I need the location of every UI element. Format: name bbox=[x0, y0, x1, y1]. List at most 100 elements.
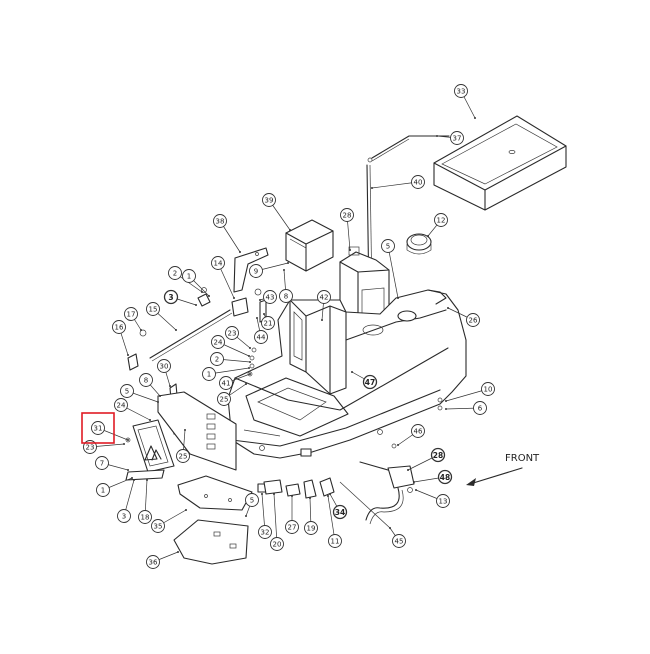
callout-circle bbox=[117, 509, 131, 523]
callout-c33: 33 bbox=[454, 84, 468, 98]
callout-number: 47 bbox=[365, 378, 375, 387]
callout-c1a: 1 bbox=[182, 269, 196, 283]
leader-tip-c36 bbox=[177, 551, 179, 553]
leader-tip-c24b bbox=[149, 419, 151, 421]
callout-number: 46 bbox=[414, 428, 423, 436]
leader-tip-c40 bbox=[371, 187, 373, 189]
callout-circle bbox=[168, 266, 182, 280]
callout-c25b: 25 bbox=[176, 449, 190, 463]
callout-number: 1 bbox=[187, 273, 191, 281]
callout-number: 3 bbox=[122, 513, 126, 521]
callout-c46: 46 bbox=[411, 424, 425, 438]
callout-circle bbox=[138, 510, 152, 524]
callout-circle bbox=[225, 326, 239, 340]
callout-number: 38 bbox=[216, 218, 225, 226]
leader-tip-c23b bbox=[123, 443, 125, 445]
callout-circle bbox=[120, 384, 134, 398]
leader-tip-c7 bbox=[127, 469, 129, 471]
callout-circle bbox=[249, 264, 263, 278]
callout-c3b: 3 bbox=[117, 509, 131, 523]
callout-c9: 9 bbox=[249, 264, 263, 278]
callout-circle bbox=[466, 313, 480, 327]
callout-c1b: 1 bbox=[202, 367, 216, 381]
leader-tip-c10 bbox=[445, 400, 447, 402]
callout-number: 9 bbox=[254, 268, 258, 276]
callout-number: 48 bbox=[440, 473, 450, 482]
leader-tip-c1a bbox=[208, 295, 210, 297]
callout-number: 28 bbox=[343, 212, 352, 220]
callout-number: 18 bbox=[141, 514, 150, 522]
callout-circle bbox=[95, 456, 109, 470]
fittings-parts bbox=[257, 477, 391, 529]
callout-circle bbox=[362, 374, 378, 390]
leader-tip-c46 bbox=[397, 444, 399, 446]
highlight-box bbox=[81, 412, 115, 444]
leader-tip-c28b bbox=[407, 469, 409, 471]
leader-tip-c43 bbox=[259, 299, 261, 301]
callout-c12: 12 bbox=[434, 213, 448, 227]
floor-plate-part-upper bbox=[177, 475, 253, 511]
leader-tip-c2a bbox=[201, 291, 203, 293]
front-label: FRONT bbox=[505, 453, 540, 464]
main-body-part bbox=[227, 289, 467, 459]
callout-number: 14 bbox=[214, 260, 223, 268]
callout-circle bbox=[411, 424, 425, 438]
leader-tip-c15 bbox=[175, 329, 177, 331]
callout-c40: 40 bbox=[411, 175, 425, 189]
callout-circle bbox=[163, 289, 179, 305]
callout-circle bbox=[210, 352, 224, 366]
callout-circle bbox=[430, 447, 446, 463]
callout-circle bbox=[328, 534, 342, 548]
leader-tip-c3b bbox=[133, 479, 135, 481]
callout-circle bbox=[411, 175, 425, 189]
leader-tip-c41 bbox=[249, 373, 251, 375]
leader-tip-c24a bbox=[248, 355, 250, 357]
callout-circle bbox=[454, 84, 468, 98]
callout-number: 2 bbox=[215, 356, 219, 364]
callout-number: 13 bbox=[439, 498, 448, 506]
callout-c42: 42 bbox=[317, 290, 331, 304]
callout-circle bbox=[202, 367, 216, 381]
leader-tip-c28a bbox=[349, 249, 351, 251]
callout-number: 3 bbox=[168, 293, 173, 302]
callout-number: 32 bbox=[261, 529, 270, 537]
leader-tip-c8a bbox=[283, 269, 285, 271]
leader-line-c40 bbox=[371, 181, 419, 189]
callout-c8b: 8 bbox=[139, 373, 153, 387]
tray-part bbox=[433, 115, 567, 211]
callout-circle bbox=[114, 398, 128, 412]
leader-tip-c34 bbox=[329, 493, 331, 495]
bracket-part-38 bbox=[233, 247, 269, 293]
callout-c41: 41 bbox=[219, 376, 233, 390]
callout-number: 40 bbox=[414, 179, 423, 187]
callout-c30: 30 bbox=[157, 359, 171, 373]
callout-number: 23 bbox=[86, 444, 95, 452]
callout-c10: 10 bbox=[481, 382, 495, 396]
leader-tip-c45 bbox=[389, 527, 391, 529]
callout-circle bbox=[219, 376, 233, 390]
leader-tip-c38 bbox=[239, 251, 241, 253]
callout-c5b: 5 bbox=[120, 384, 134, 398]
callout-c18: 18 bbox=[138, 510, 152, 524]
callout-c36: 36 bbox=[146, 555, 160, 569]
leader-tip-c16 bbox=[127, 354, 129, 356]
callout-circle bbox=[139, 373, 153, 387]
floor-plate-part-lower bbox=[173, 519, 249, 565]
callout-number: 19 bbox=[307, 525, 316, 533]
callout-number: 10 bbox=[484, 386, 493, 394]
callout-number: 25 bbox=[179, 453, 188, 461]
leader-line-c5a bbox=[387, 245, 399, 299]
callout-c2a: 2 bbox=[168, 266, 182, 280]
callout-c16: 16 bbox=[112, 320, 126, 334]
callout-c15: 15 bbox=[146, 302, 160, 316]
leader-tip-c17 bbox=[140, 329, 142, 331]
callout-c24b: 24 bbox=[114, 398, 128, 412]
callout-number: 5 bbox=[250, 497, 254, 505]
callout-number: 8 bbox=[284, 293, 288, 301]
leader-tip-c27 bbox=[291, 495, 293, 497]
callout-number: 34 bbox=[335, 508, 345, 517]
leader-tip-c25b bbox=[184, 429, 186, 431]
